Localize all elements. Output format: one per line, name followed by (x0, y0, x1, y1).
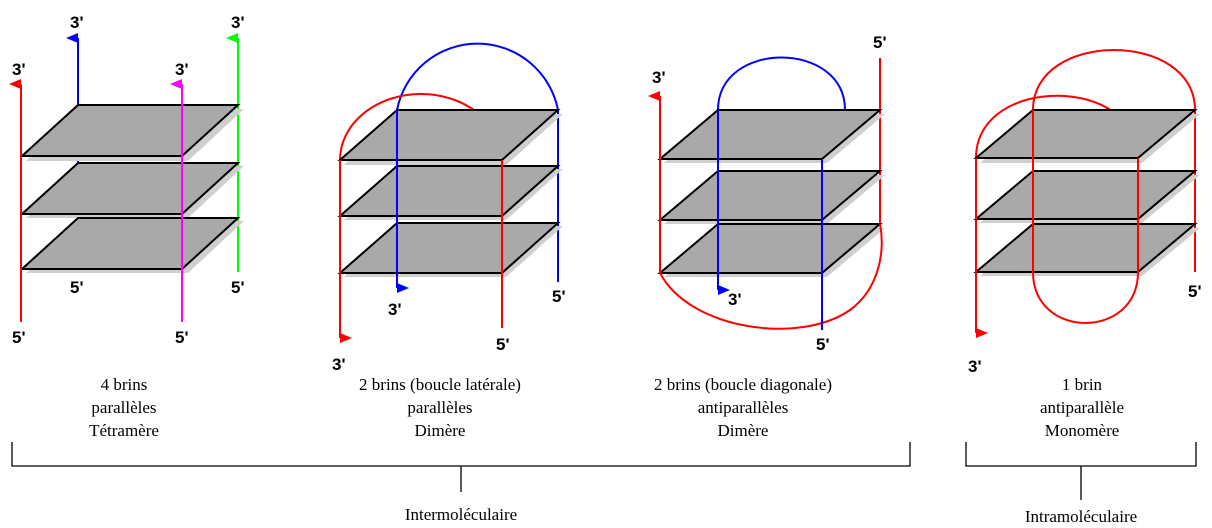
caption-line: 4 brins (101, 375, 148, 394)
label-3prime: 3' (70, 13, 84, 32)
bracket-intermolecular (11, 442, 911, 492)
strand-loop-bottom (1032, 271, 1139, 324)
g-quartet-plate-middle (657, 170, 883, 221)
panel-dimer-diagonal: 3' 5' 3' 5' (648, 33, 887, 354)
g-quartet-plate-bottom (657, 223, 883, 274)
label-3prime: 3' (968, 357, 982, 376)
label-3prime: 3' (231, 13, 245, 32)
label-3prime: 3' (175, 60, 189, 79)
panel-monomer: 5' 3' (968, 49, 1202, 376)
g-quartet-plate-bottom (973, 223, 1198, 273)
label-5prime: 5' (816, 335, 830, 354)
g-quartet-plate-middle (19, 162, 241, 215)
g-quartet-plate-top (19, 104, 241, 157)
caption-monomer: 1 brin antiparallèle Monomère (1040, 375, 1124, 440)
g-quartet-plate-top (337, 109, 561, 161)
caption-line: Dimère (415, 421, 466, 440)
label-3prime: 3' (12, 60, 26, 79)
caption-line: antiparallèles (698, 398, 789, 417)
caption-dimer-diagonal: 2 brins (boucle diagonale) antiparallèle… (654, 375, 832, 440)
g-quartet-plate-top (657, 109, 883, 160)
label-3prime: 3' (728, 290, 742, 309)
label-3prime: 3' (652, 68, 666, 87)
g-quartet-plate-top (973, 109, 1198, 159)
bracket-intramolecular (965, 442, 1197, 500)
panel-dimer-lateral: 3' 5' 5' 3' (332, 42, 566, 374)
label-5prime: 5' (496, 335, 510, 354)
label-5prime: 5' (873, 33, 887, 52)
caption-tetramer: 4 brins parallèles Tétramère (89, 375, 159, 440)
label-3prime: 3' (332, 355, 346, 374)
caption-line: 2 brins (boucle diagonale) (654, 375, 832, 394)
strand-blue-loop (396, 42, 559, 111)
caption-dimer-lateral: 2 brins (boucle latérale) parallèles Dim… (359, 375, 521, 440)
caption-line: 1 brin (1062, 375, 1103, 394)
group-label-intermolecular: Intermoléculaire (405, 505, 517, 524)
label-5prime: 5' (231, 278, 245, 297)
label-5prime: 5' (70, 278, 84, 297)
caption-line: Monomère (1045, 421, 1120, 440)
label-5prime: 5' (552, 287, 566, 306)
label-5prime: 5' (12, 328, 26, 347)
caption-line: 2 brins (boucle latérale) (359, 375, 521, 394)
g-quartet-plate-bottom (19, 217, 241, 270)
panel-tetramer: 3' 3' 3' 3' 5' 5' 5' 5' (9, 13, 245, 347)
caption-line: Dimère (718, 421, 769, 440)
label-3prime: 3' (388, 300, 402, 319)
label-5prime: 5' (1188, 282, 1202, 301)
strand-loop-back (1032, 49, 1196, 111)
strand-red-diagonal-loop (659, 223, 883, 330)
group-label-intramolecular: Intramoléculaire (1025, 507, 1137, 526)
label-5prime: 5' (175, 328, 189, 347)
caption-line: Tétramère (89, 421, 159, 440)
g-quartet-plate-bottom (337, 222, 561, 274)
g-quartet-plate-middle (973, 170, 1198, 220)
caption-line: parallèles (91, 398, 156, 417)
caption-line: parallèles (407, 398, 472, 417)
caption-line: antiparallèle (1040, 398, 1124, 417)
g-quartet-plate-middle (337, 165, 561, 217)
